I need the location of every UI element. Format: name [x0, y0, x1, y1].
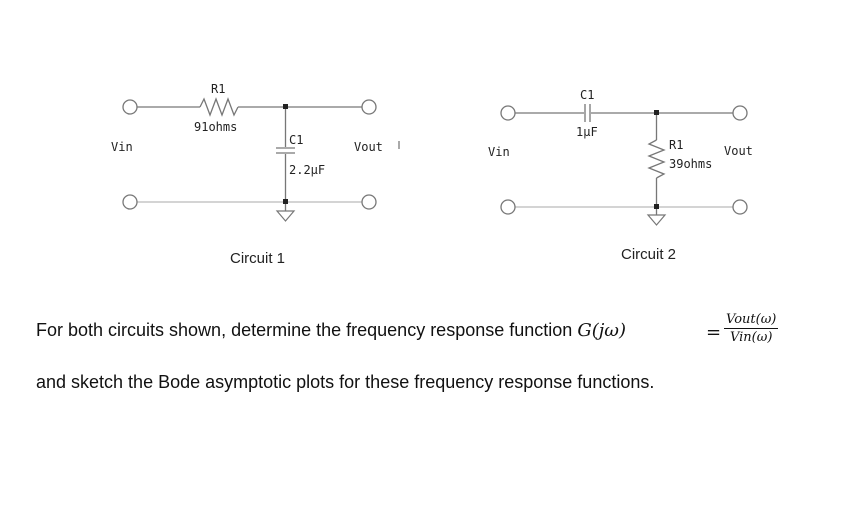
c2-ground-icon [646, 214, 667, 226]
c1-output-label: Vout [354, 140, 383, 154]
circuit-1: R1 91ohms C1 2.2μF Vin Vout Circuit 1 [111, 82, 400, 267]
c1-node-top [283, 104, 288, 109]
c2-node-bottom [654, 204, 659, 209]
equals-sign: = [706, 322, 722, 343]
fraction-denominator: Vin(ω) [729, 330, 773, 345]
c1-resistor-value: 91ohms [194, 120, 237, 134]
c1-input-terminal-top [122, 99, 138, 115]
c2-output-terminal-bottom [732, 199, 748, 215]
transfer-fraction: Vout(ω) Vin(ω) [724, 312, 779, 345]
c1-capacitor-value: 2.2μF [289, 163, 325, 177]
c2-resistor-r1 [647, 139, 666, 179]
circuit-2: C1 1μF R1 39ohms Vin Vout Circuit 2 [488, 88, 753, 263]
c2-node-top [654, 110, 659, 115]
c2-resistor-label: R1 [669, 138, 683, 152]
question-line-1-text: For both circuits shown, determine the f… [36, 320, 573, 340]
c1-input-terminal-bottom [122, 194, 138, 210]
function-symbol: G(jω) [577, 320, 626, 341]
question-line-2: and sketch the Bode asymptotic plots for… [36, 372, 655, 392]
c1-resistor-label: R1 [211, 82, 225, 96]
c1-node-bottom [283, 199, 288, 204]
c2-caption: Circuit 2 [621, 246, 676, 263]
c1-capacitor-label: C1 [289, 133, 303, 147]
c2-resistor-value: 39ohms [669, 157, 712, 171]
fraction-numerator: Vout(ω) [724, 312, 779, 329]
c2-output-label: Vout [724, 144, 753, 158]
c1-ground-icon [275, 210, 296, 222]
c2-input-label: Vin [488, 145, 510, 159]
circuit-diagrams: R1 91ohms C1 2.2μF Vin Vout Circuit 1 C1… [111, 82, 753, 267]
c2-capacitor-value: 1μF [576, 125, 598, 139]
c2-capacitor-label: C1 [580, 88, 594, 102]
c1-caption: Circuit 1 [230, 250, 285, 267]
question-line-1: For both circuits shown, determine the f… [36, 320, 626, 341]
c2-input-terminal-top [500, 105, 516, 121]
c2-input-terminal-bottom [500, 199, 516, 215]
c1-output-terminal-top [361, 99, 377, 115]
c1-resistor-r1 [199, 97, 239, 117]
c1-output-terminal-bottom [361, 194, 377, 210]
c2-output-terminal-top [732, 105, 748, 121]
c1-input-label: Vin [111, 140, 133, 154]
